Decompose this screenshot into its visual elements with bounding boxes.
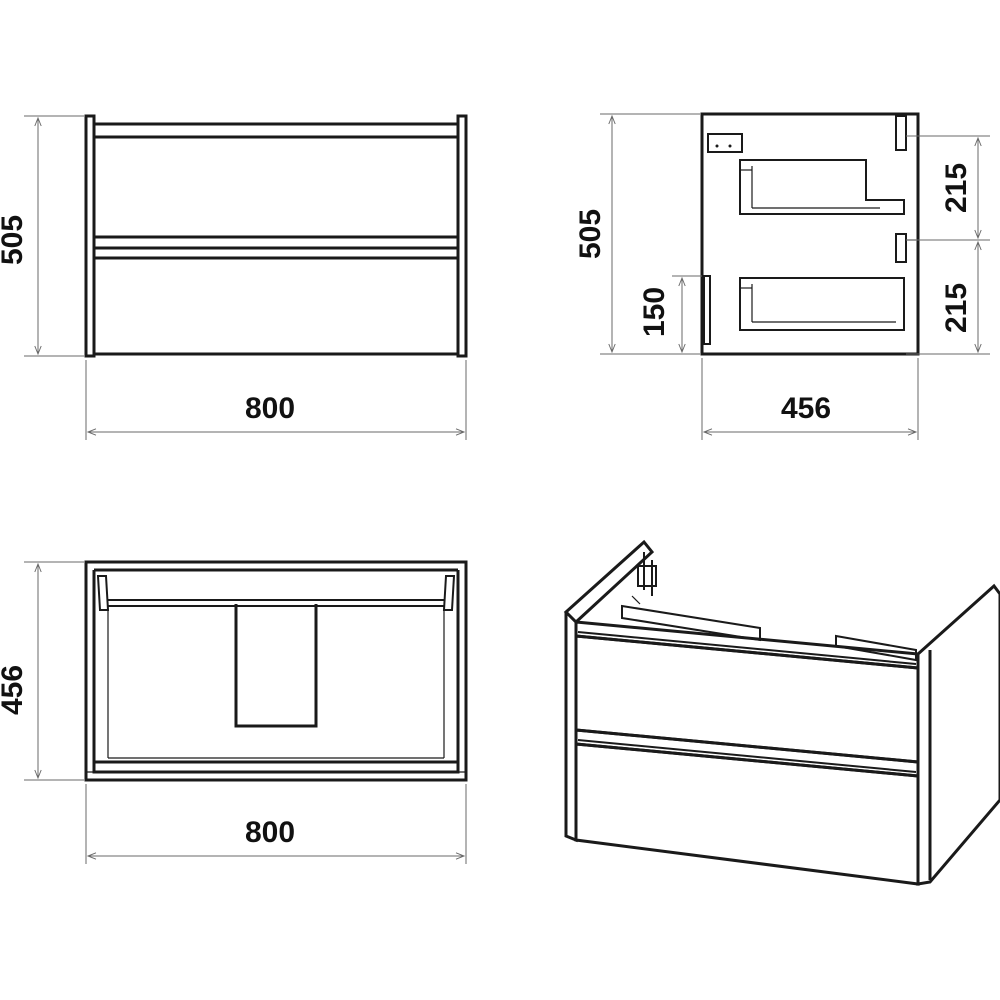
bottom-offset-dimension: 150 <box>638 275 702 354</box>
side-depth-label: 456 <box>781 392 831 425</box>
front-height-dimension: 505 <box>0 115 84 357</box>
drawer-upper-label: 215 <box>940 163 973 213</box>
side-view: 505 150 215 215 456 <box>574 112 990 440</box>
top-view: 456 800 <box>0 560 468 864</box>
side-height-label: 505 <box>574 209 607 259</box>
front-height-label: 505 <box>0 215 29 265</box>
top-depth-dimension: 456 <box>0 561 84 781</box>
side-height-dimension: 505 <box>574 113 700 355</box>
top-depth-label: 456 <box>0 665 29 715</box>
top-width-dimension: 800 <box>85 784 467 864</box>
side-depth-dimension: 456 <box>701 358 919 440</box>
isometric-cabinet <box>563 539 1000 886</box>
bottom-offset-label: 150 <box>638 287 671 337</box>
side-view-cabinet <box>700 112 920 356</box>
front-view: 505 800 <box>0 114 468 440</box>
top-width-label: 800 <box>245 816 295 849</box>
isometric-view <box>563 539 1000 886</box>
drawer-height-dimensions: 215 215 <box>906 135 990 355</box>
front-view-cabinet <box>84 114 468 358</box>
top-view-cabinet <box>84 560 468 782</box>
drawer-lower-label: 215 <box>940 283 973 333</box>
front-width-label: 800 <box>245 392 295 425</box>
front-width-dimension: 800 <box>85 360 467 440</box>
